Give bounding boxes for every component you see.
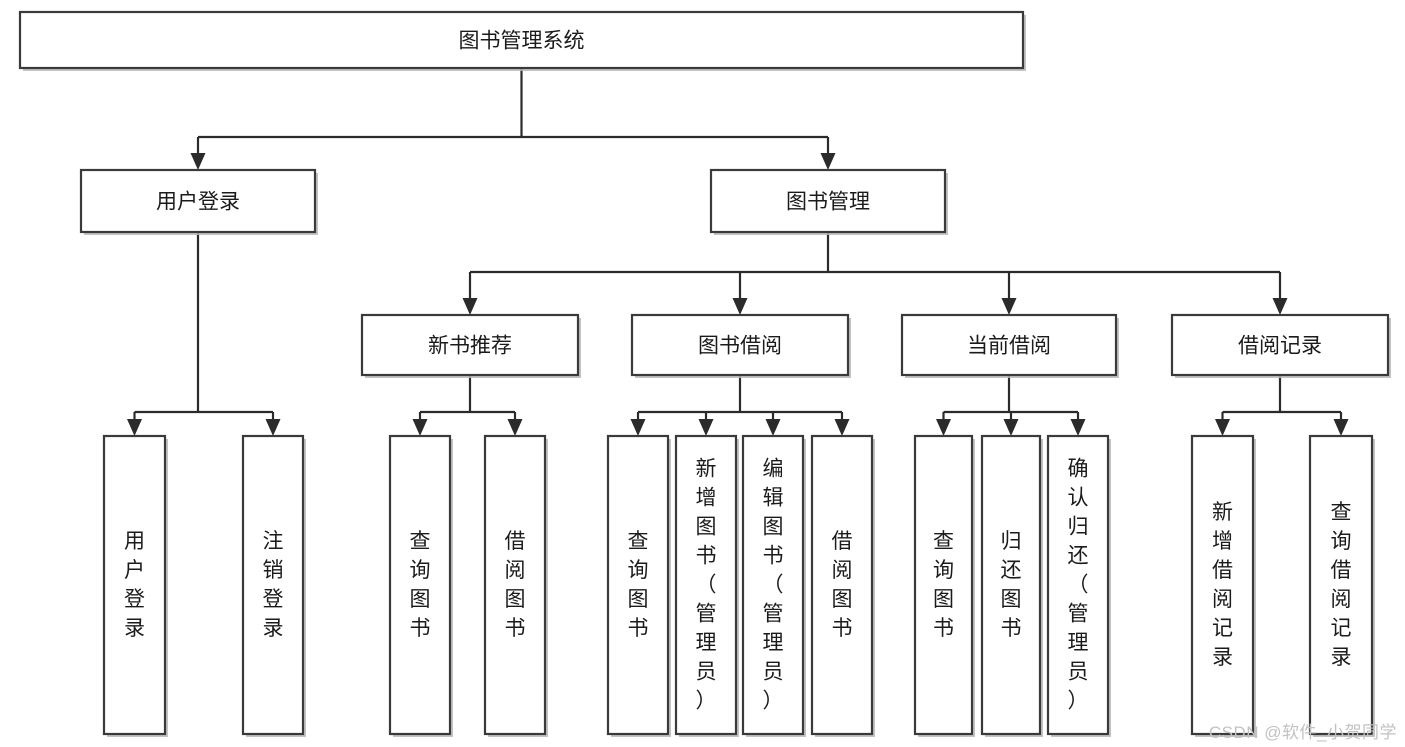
node-label: 查询借阅记录 — [1331, 501, 1352, 669]
node-rect[interactable] — [79, 168, 317, 234]
node-rect[interactable] — [1190, 434, 1255, 736]
node-label: 用户登录 — [156, 191, 240, 214]
node-level3-0[interactable]: 新书推荐 — [360, 313, 581, 378]
node-leaf-11[interactable]: 新增借阅记录 — [1190, 434, 1256, 737]
node-leaf-8[interactable]: 查询图书 — [913, 434, 975, 737]
node-level2-0[interactable]: 用户登录 — [79, 168, 318, 235]
node-rect[interactable] — [18, 10, 1025, 70]
node-rect[interactable] — [900, 313, 1118, 377]
arrow-head-icon — [1272, 298, 1288, 315]
arrow-head-icon — [820, 153, 836, 170]
node-rect[interactable] — [388, 434, 452, 736]
node-rect[interactable] — [674, 434, 738, 736]
node-label: 借阅图书 — [832, 530, 853, 640]
node-level2-1[interactable]: 图书管理 — [709, 168, 948, 235]
node-rect[interactable] — [630, 313, 850, 377]
node-root-system[interactable]: 图书管理系统 — [18, 10, 1026, 71]
node-leaf-10[interactable]: 确认归还（管理员） — [1046, 434, 1111, 737]
node-label: 新增借阅记录 — [1212, 501, 1233, 669]
connector-lines — [127, 68, 1349, 436]
node-rect[interactable] — [980, 434, 1042, 736]
arrow-head-icon — [698, 419, 714, 436]
node-rect[interactable] — [483, 434, 547, 736]
node-leaf-2[interactable]: 查询图书 — [388, 434, 453, 737]
watermark-text: CSDN @软件_小贺同学 — [1208, 723, 1397, 742]
node-rect[interactable] — [360, 313, 580, 377]
node-label: 图书管理 — [786, 191, 870, 214]
node-label: 借阅图书 — [505, 530, 526, 640]
node-level3-2[interactable]: 当前借阅 — [900, 313, 1119, 378]
node-rect[interactable] — [1046, 434, 1110, 736]
node-label: 确认归还（管理员） — [1068, 457, 1089, 712]
node-rect[interactable] — [1308, 434, 1374, 736]
arrow-head-icon — [936, 419, 951, 436]
arrow-head-icon — [630, 419, 646, 436]
node-leaf-1[interactable]: 注销登录 — [241, 434, 306, 737]
node-label: 当前借阅 — [967, 335, 1051, 358]
node-rect[interactable] — [913, 434, 974, 736]
node-label: 用户登录 — [124, 530, 145, 640]
node-level3-1[interactable]: 图书借阅 — [630, 313, 851, 378]
node-leaf-3[interactable]: 借阅图书 — [483, 434, 548, 737]
node-label: 新增图书（管理员） — [696, 457, 717, 712]
arrow-head-icon — [265, 419, 281, 436]
node-rect[interactable] — [1170, 313, 1390, 377]
node-label: 归还图书 — [1001, 530, 1022, 640]
node-leaf-9[interactable]: 归还图书 — [980, 434, 1043, 737]
node-rect[interactable] — [241, 434, 305, 736]
arrow-head-icon — [1333, 419, 1349, 436]
node-leaf-0[interactable]: 用户登录 — [102, 434, 168, 737]
node-label: 查询图书 — [628, 530, 649, 640]
node-rect[interactable] — [741, 434, 805, 736]
node-label: 图书借阅 — [698, 335, 782, 358]
node-label: 新书推荐 — [428, 335, 512, 358]
node-label: 编辑图书（管理员） — [763, 457, 784, 712]
node-label: 图书管理系统 — [459, 30, 585, 53]
arrow-head-icon — [1215, 419, 1230, 436]
node-leaf-6[interactable]: 编辑图书（管理员） — [741, 434, 806, 737]
arrow-head-icon — [1003, 419, 1019, 436]
arrow-head-icon — [412, 419, 428, 436]
node-rect[interactable] — [606, 434, 670, 736]
arrow-head-icon — [507, 419, 523, 436]
arrow-head-icon — [190, 153, 206, 170]
node-rect[interactable] — [102, 434, 167, 736]
arrow-head-icon — [1070, 419, 1086, 436]
node-leaf-4[interactable]: 查询图书 — [606, 434, 671, 737]
node-leaf-7[interactable]: 借阅图书 — [810, 434, 875, 737]
node-label: 查询图书 — [410, 530, 431, 640]
node-label: 注销登录 — [263, 530, 284, 640]
arrow-head-icon — [732, 298, 748, 315]
arrow-head-icon — [765, 419, 781, 436]
node-label: 查询图书 — [933, 530, 954, 640]
node-leaf-12[interactable]: 查询借阅记录 — [1308, 434, 1375, 737]
node-rect[interactable] — [810, 434, 874, 736]
arrow-head-icon — [834, 419, 850, 436]
node-boxes: 图书管理系统用户登录图书管理新书推荐图书借阅当前借阅借阅记录用户登录注销登录查询… — [18, 10, 1391, 737]
arrow-head-icon — [1001, 298, 1017, 315]
node-level3-3[interactable]: 借阅记录 — [1170, 313, 1391, 378]
node-rect[interactable] — [709, 168, 947, 234]
arrow-head-icon — [462, 298, 478, 315]
arrow-head-icon — [127, 419, 142, 436]
node-label: 借阅记录 — [1238, 335, 1322, 358]
node-leaf-5[interactable]: 新增图书（管理员） — [674, 434, 739, 737]
